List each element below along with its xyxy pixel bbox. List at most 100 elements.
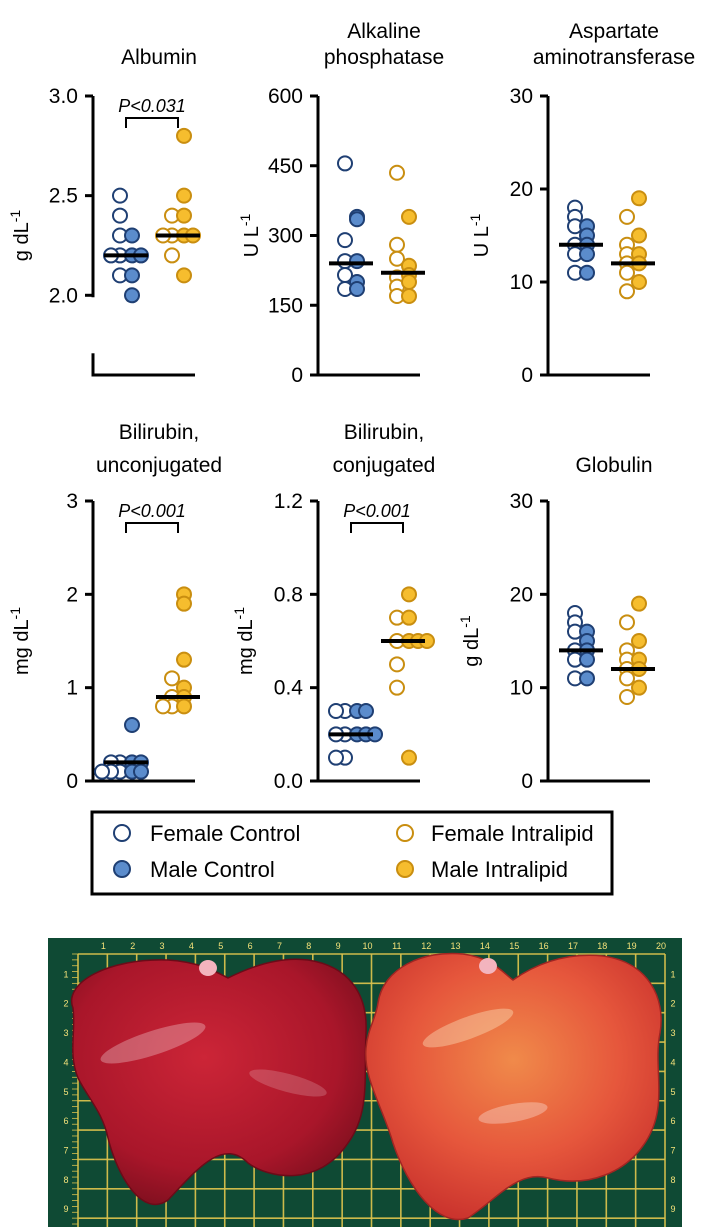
- y-tick-label: 20: [510, 178, 533, 201]
- legend: Female Control Male Control Female Intra…: [90, 810, 614, 896]
- ruler-top-label: 7: [277, 941, 282, 951]
- data-point: [155, 698, 171, 715]
- data-point: [389, 656, 405, 673]
- female-intralipid-marker: [396, 824, 414, 842]
- chart-title: Albumin: [121, 46, 197, 69]
- data-point: [328, 703, 344, 719]
- ruler-top-label: 3: [160, 941, 165, 951]
- data-point: [401, 208, 417, 225]
- data-point: [401, 609, 417, 626]
- data-point: [401, 586, 417, 603]
- data-point: [401, 749, 417, 766]
- ruler-top-label: 17: [568, 941, 578, 951]
- data-point: [164, 247, 180, 264]
- y-tick-label: 0.4: [274, 677, 304, 700]
- data-point: [328, 749, 344, 766]
- male-control-marker: [113, 860, 131, 878]
- data-point: [389, 679, 405, 696]
- ruler-top-label: 6: [248, 941, 253, 951]
- significance-label: P<0.031: [118, 96, 186, 116]
- ruler-top-label: 8: [306, 941, 311, 951]
- y-tick-label: 2.5: [49, 185, 78, 208]
- data-point: [112, 207, 128, 224]
- data-point: [631, 274, 647, 290]
- y-tick-label: 30: [510, 85, 533, 108]
- data-point: [133, 763, 149, 780]
- data-point: [401, 287, 417, 304]
- data-point: [94, 763, 110, 780]
- y-tick-label: 0: [521, 364, 533, 387]
- significance-bracket: [125, 117, 179, 128]
- female-control-marker: [113, 824, 131, 842]
- ruler-side-label: 5: [670, 1087, 675, 1097]
- ruler-side-label: 2: [670, 999, 675, 1009]
- chart-title: Bilirubin,: [344, 421, 425, 444]
- ruler-side-label: 1: [670, 969, 675, 979]
- data-point: [176, 267, 192, 284]
- data-point: [631, 679, 647, 696]
- data-point: [124, 227, 140, 244]
- ruler-side-label: 8: [63, 1175, 68, 1185]
- ruler-side-label: 3: [63, 1028, 68, 1038]
- y-tick-label: 0: [66, 770, 78, 793]
- y-tick-label: 450: [268, 155, 303, 178]
- y-tick-label: 0.0: [274, 770, 303, 793]
- legend-female-control: Female Control: [150, 821, 300, 846]
- y-tick-label: 0: [291, 364, 303, 387]
- y-tick-label: 20: [510, 583, 533, 606]
- data-point: [619, 689, 635, 705]
- data-point: [124, 267, 140, 284]
- ruler-side-label: 1: [63, 969, 68, 979]
- liver-left-highlight-2: [249, 1069, 327, 1097]
- liver-right-stalk: [479, 958, 497, 974]
- ruler-top-label: 16: [539, 941, 549, 951]
- ruler-top-label: 15: [509, 941, 519, 951]
- y-tick-label: 1: [66, 677, 78, 700]
- ruler-side-label: 2: [63, 999, 68, 1009]
- y-axis-label: mg dL-1: [231, 607, 257, 675]
- liver-left-highlight: [100, 1022, 206, 1064]
- data-point: [389, 250, 405, 267]
- y-axis-label: U L-1: [467, 214, 493, 258]
- ruler-side-label: 8: [670, 1175, 675, 1185]
- data-point: [579, 651, 595, 668]
- significance-bracket: [125, 522, 179, 533]
- y-tick-label: 2: [66, 583, 78, 606]
- data-point: [337, 155, 353, 172]
- chart-title: Bilirubin,: [119, 421, 200, 444]
- data-point: [349, 253, 365, 270]
- y-axis-label: g dL-1: [457, 615, 483, 667]
- data-point: [619, 283, 635, 300]
- y-tick-label: 10: [510, 271, 533, 294]
- ruler-top-label: 20: [656, 941, 666, 951]
- ruler-side-label: 7: [670, 1145, 675, 1155]
- data-point: [337, 232, 353, 249]
- data-point: [401, 274, 417, 290]
- data-point: [619, 208, 635, 225]
- significance-label: P<0.001: [118, 501, 186, 521]
- data-point: [389, 236, 405, 253]
- y-axis-label: g dL-1: [7, 210, 33, 262]
- data-point: [176, 207, 192, 224]
- data-point: [631, 633, 647, 649]
- liver-right: [364, 952, 662, 1221]
- data-point: [579, 670, 595, 687]
- significance-bracket: [350, 522, 404, 533]
- data-point: [176, 698, 192, 715]
- data-point: [176, 595, 192, 612]
- ruler-top-label: 2: [130, 941, 135, 951]
- ruler-top-label: 10: [362, 941, 372, 951]
- data-point: [349, 211, 365, 228]
- chart-title: unconjugated: [96, 454, 222, 477]
- data-point: [124, 287, 140, 304]
- ruler-side-label: 3: [670, 1028, 675, 1038]
- ruler-top-label: 12: [421, 941, 431, 951]
- data-point: [631, 595, 647, 612]
- data-point: [164, 670, 180, 687]
- data-point: [358, 703, 374, 719]
- data-point: [579, 264, 595, 281]
